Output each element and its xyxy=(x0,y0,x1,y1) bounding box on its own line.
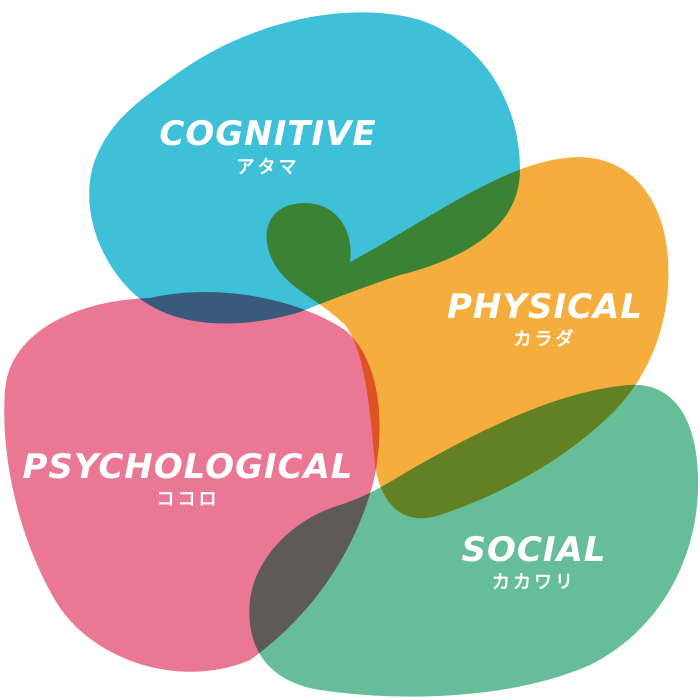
psychological-label: PSYCHOLOGICAL xyxy=(23,447,354,487)
cognitive-label: COGNITIVE xyxy=(159,114,376,154)
physical-sublabel: カラダ xyxy=(514,328,577,350)
physical-label: PHYSICAL xyxy=(447,287,643,327)
cognitive-sublabel: アタマ xyxy=(237,157,300,178)
psychological-sublabel: ココロ xyxy=(157,489,220,510)
social-label: SOCIAL xyxy=(462,530,607,570)
social-blob xyxy=(249,384,699,697)
social-sublabel: カカワリ xyxy=(492,572,576,593)
